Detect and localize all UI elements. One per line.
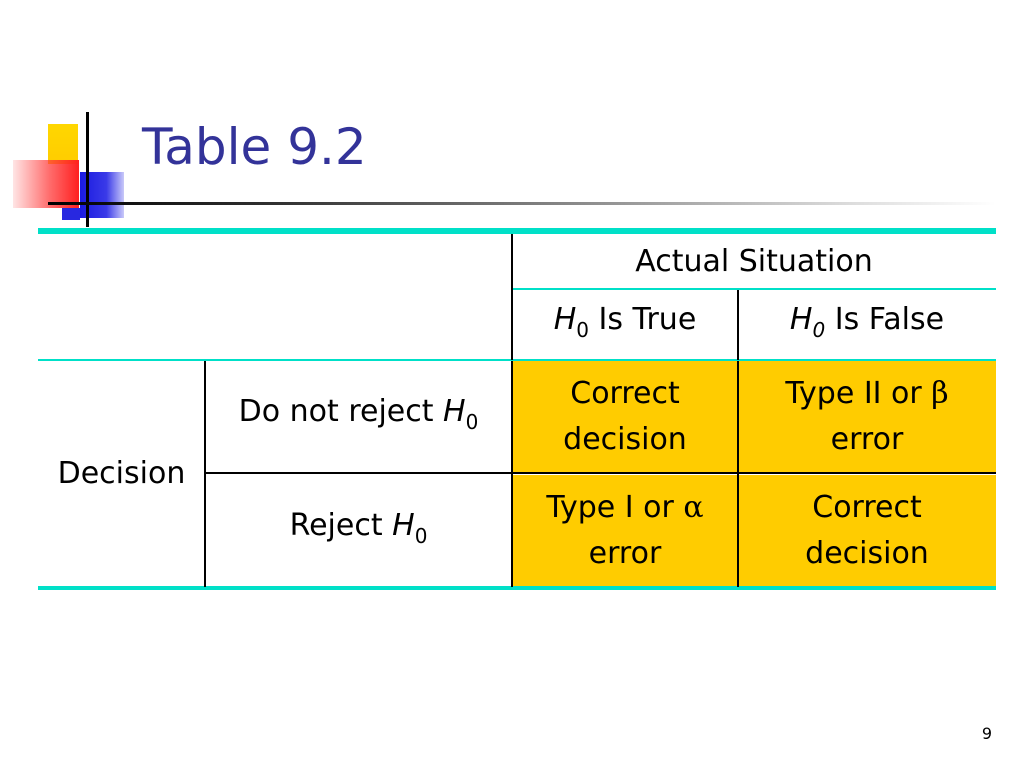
cell-correct-decision-1: Correct decision: [512, 361, 738, 473]
header-h0-false: H0 Is False: [738, 290, 996, 360]
header-actual-situation: Actual Situation: [512, 235, 996, 289]
table-vline-rowgroup: [204, 361, 206, 587]
cell-line: Type I or α: [546, 485, 703, 531]
logo-red-square: [13, 160, 79, 208]
cell-type-ii-error: Type II or β error: [738, 361, 996, 473]
cell-line: Correct: [812, 490, 922, 525]
cell-text: Type II or: [785, 376, 932, 411]
table-vline-body-2: [737, 361, 739, 587]
cell-line: Correct: [570, 376, 680, 411]
table-row-divider: [206, 472, 996, 474]
cell-line: Type II or β: [785, 371, 948, 417]
header-rest: Is True: [589, 302, 697, 337]
cell-line: error: [588, 536, 662, 571]
cell-line: decision: [805, 536, 929, 571]
beta-symbol: β: [931, 376, 949, 411]
cell-line: decision: [563, 422, 687, 457]
h-sub: 0: [576, 318, 589, 342]
cell-text: Type I or: [546, 490, 684, 525]
row-group-label: Decision: [57, 456, 186, 491]
table-vline-col2: [737, 290, 739, 360]
alpha-symbol: α: [683, 490, 704, 525]
cell-line: error: [830, 422, 904, 457]
row-label: Reject H0: [290, 503, 428, 559]
h-var: H: [392, 508, 415, 543]
row-group-decision: Decision: [38, 361, 205, 587]
logo-blue-corner: [62, 208, 80, 220]
h-var: H: [789, 302, 813, 337]
table-vline-header: [511, 234, 513, 360]
header-label: Actual Situation: [635, 244, 873, 279]
h-sub: 0: [414, 524, 428, 548]
slide-title: Table 9.2: [142, 118, 367, 176]
header-label: H0 Is True: [554, 297, 697, 353]
cell-type-i-error: Type I or α error: [512, 475, 738, 587]
table-vline-body-1: [511, 361, 513, 587]
header-h0-true: H0 Is True: [512, 290, 738, 360]
row-label-do-not-reject: Do not reject H0: [206, 361, 511, 473]
row-label-text: Reject: [289, 508, 393, 543]
table-body-top-rule: [38, 359, 996, 361]
cell-correct-decision-2: Correct decision: [738, 475, 996, 587]
row-label: Do not reject H0: [239, 389, 479, 445]
h-sub: 0: [465, 410, 479, 434]
table-bottom-rule: [38, 586, 996, 590]
h-sub: 0: [812, 318, 826, 342]
header-rest: Is False: [825, 302, 945, 337]
title-underline-rule: [48, 202, 996, 205]
table-header-divider: [512, 288, 996, 290]
row-label-reject: Reject H0: [206, 475, 511, 587]
h-var: H: [443, 394, 466, 429]
page-number: 9: [981, 724, 992, 743]
h-var: H: [553, 302, 577, 337]
table-top-rule: [38, 228, 996, 234]
logo-yellow-square: [48, 124, 78, 164]
header-label: H0 Is False: [790, 297, 944, 353]
row-label-text: Do not reject: [238, 394, 444, 429]
logo-vertical-rule: [86, 112, 89, 227]
